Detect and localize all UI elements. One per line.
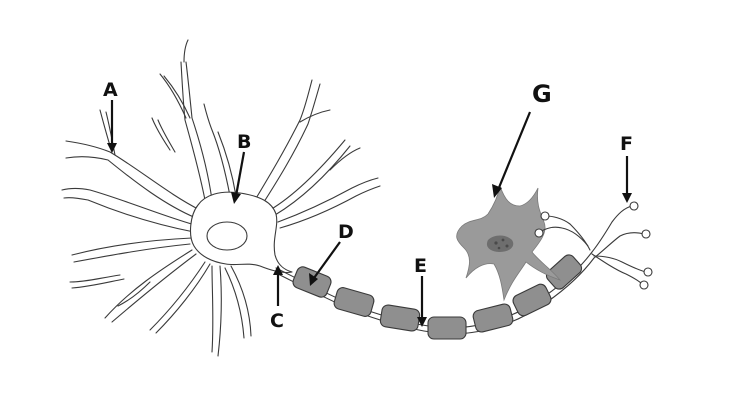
label-g: G [532,80,552,108]
neuron-cell-body [61,39,381,357]
label-f: F [620,133,633,155]
pointer-arrows [107,100,632,327]
dendrites [61,39,381,357]
label-d: D [338,221,354,243]
myelin-segment [512,283,552,317]
myelin-segment [545,254,583,290]
myelin-segment [379,304,421,332]
label-a: A [103,79,118,101]
myelin-segment [427,316,467,340]
label-e: E [414,255,427,277]
glial-cell [456,184,562,302]
label-b: B [237,131,251,153]
nucleus [206,221,248,251]
axon-terminals [534,201,653,290]
myelin-segment [333,287,375,317]
myelin-segment [472,303,514,333]
labels: A B C D E F G [103,79,633,332]
label-c: C [270,310,284,332]
myelin-sheaths [292,254,583,340]
